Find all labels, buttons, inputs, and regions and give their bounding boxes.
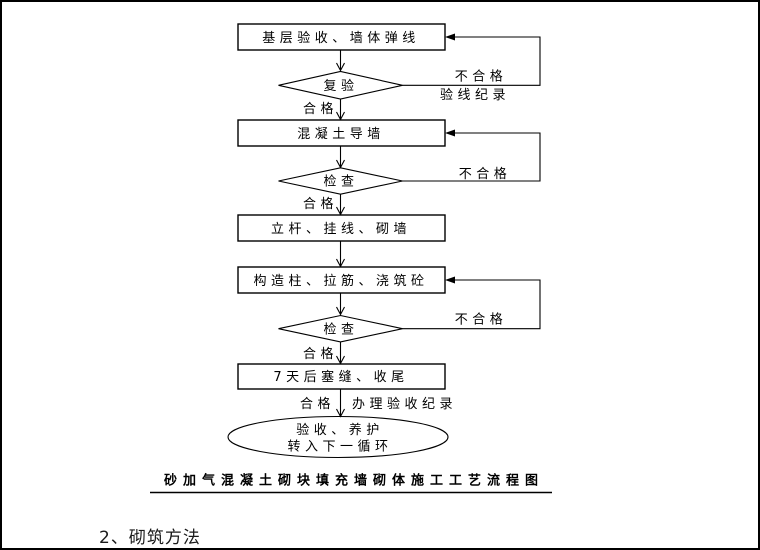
terminal-acceptance-cycle: [227, 415, 449, 459]
pass-label-2: 合格: [303, 196, 338, 212]
pass-label-4: 合格: [300, 396, 335, 412]
pass-label-1: 合格: [303, 101, 338, 117]
box-concrete-guide-wall-label: 混凝土导墙: [297, 126, 385, 142]
terminal-line1: 验收、养护: [296, 422, 384, 438]
flowchart-caption: 砂加气混凝土砌块填充墙砌体施工工艺流程图: [163, 473, 544, 489]
fail-label-1: 不合格: [455, 69, 508, 85]
box-base-inspection-label: 基层验收、墙体弹线: [262, 30, 420, 46]
pass-label-3: 合格: [303, 346, 338, 362]
fail-note-label: 验线纪录: [440, 87, 510, 103]
box-joint-sealing: [237, 363, 446, 390]
decision-recheck-label: 复验: [323, 78, 358, 94]
acceptance-note-label: 办理验收纪录: [352, 396, 457, 412]
down-arrowheads: [336, 62, 345, 418]
arrow-left-icon: [445, 276, 455, 284]
fail-label-2: 不合格: [459, 166, 512, 182]
fail-label-3: 不合格: [455, 312, 508, 328]
feedback-loops: [402, 33, 541, 330]
arrow-left-icon: [445, 129, 455, 137]
decision-check-1-label: 检查: [323, 175, 358, 190]
box-structural-column-label: 构造柱、拉筋、浇筑砼: [253, 273, 428, 289]
section-heading: 2、砌筑方法: [99, 528, 201, 548]
arrow-left-icon: [445, 33, 455, 41]
box-joint-sealing-label: 7天后塞缝、收尾: [273, 369, 408, 385]
decision-check-2-label: 检查: [323, 323, 358, 338]
box-pole-line-masonry-label: 立杆、挂线、砌墙: [271, 222, 411, 237]
terminal-line2: 转入下一循环: [287, 440, 392, 455]
box-pole-line-masonry: [237, 214, 446, 242]
